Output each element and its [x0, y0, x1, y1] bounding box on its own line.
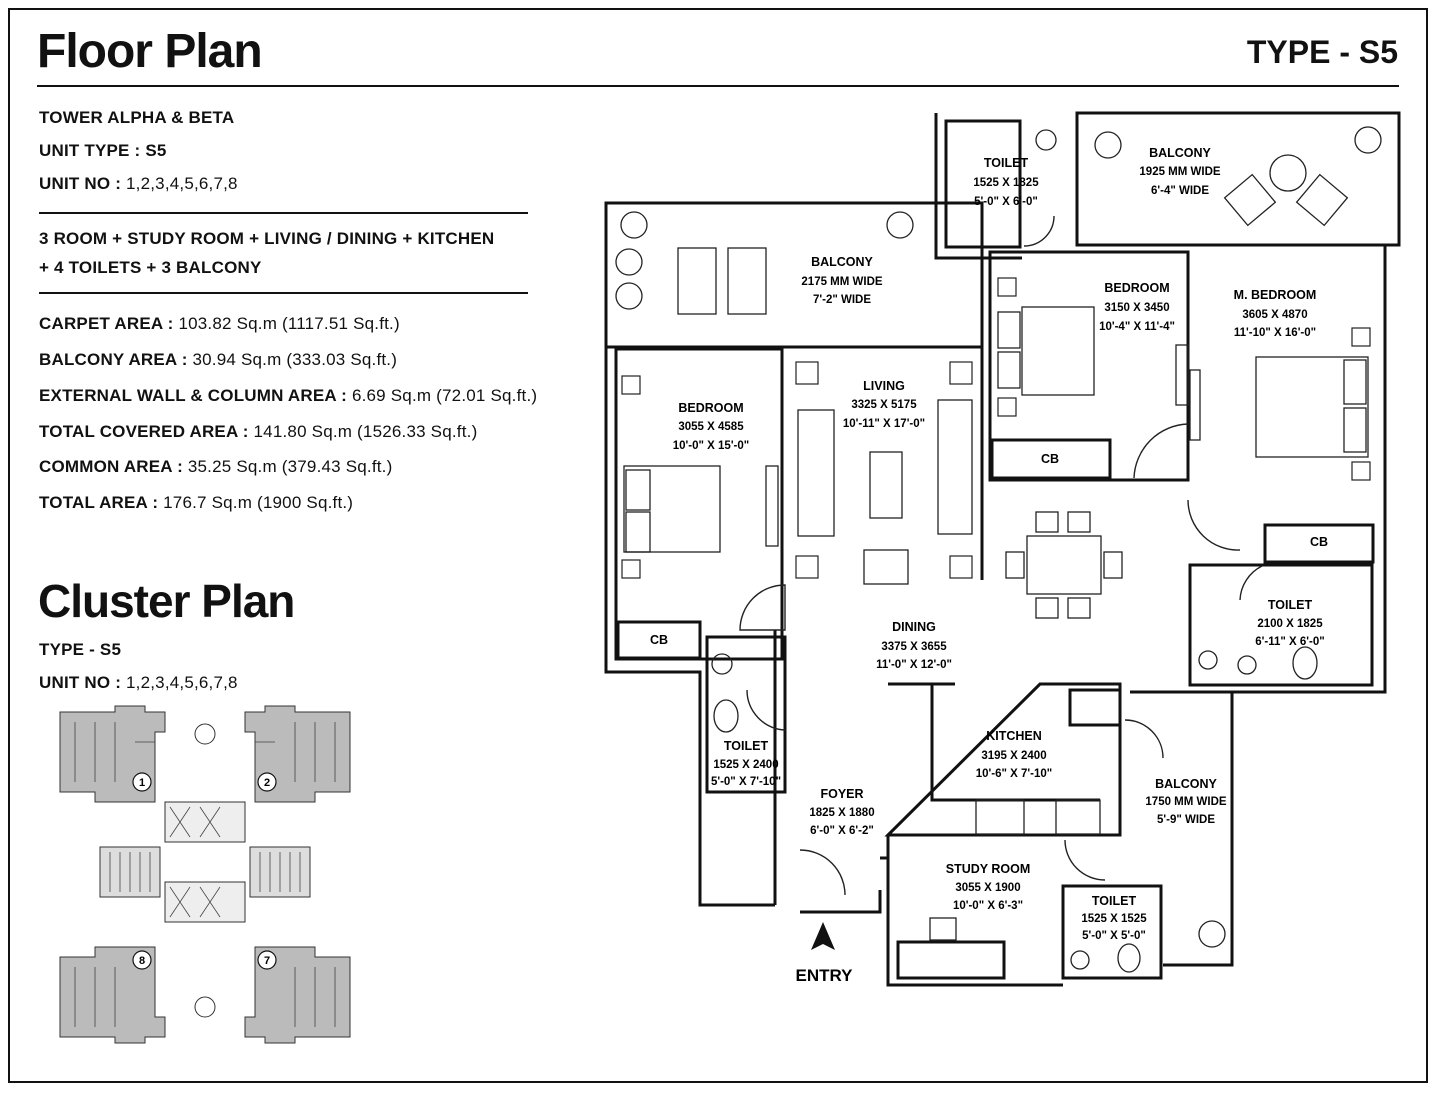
- info-divider: [39, 212, 528, 214]
- room-dim: 5'-9" WIDE: [1157, 814, 1215, 826]
- room-name: TOILET: [1268, 598, 1313, 612]
- room-dim: 10'-6" X 7'-10": [976, 768, 1052, 780]
- room-name: KITCHEN: [986, 729, 1042, 743]
- room-name: BEDROOM: [678, 401, 743, 415]
- type-label: TYPE - S5: [1246, 34, 1398, 70]
- room-dim: 10'-0" X 6'-3": [953, 900, 1023, 912]
- room-name: STUDY ROOM: [946, 862, 1031, 876]
- room-dim: 3375 X 3655: [881, 641, 947, 653]
- unit-marker-label: 1: [139, 777, 145, 789]
- room-dim: 1925 MM WIDE: [1139, 166, 1220, 178]
- room-dim: 1525 X 1825: [973, 177, 1039, 189]
- room-dim: 10'-0" X 15'-0": [673, 440, 749, 452]
- plant-icon: [1354, 126, 1382, 154]
- room-dim: 10'-11" X 17'-0": [843, 418, 925, 430]
- room-dim: 1825 X 1880: [809, 807, 874, 819]
- plant-icon: [615, 248, 643, 276]
- room-name: TOILET: [1092, 894, 1137, 908]
- entry-arrow-icon: [811, 922, 835, 950]
- room-name: BALCONY: [1155, 777, 1217, 791]
- cluster-title: Cluster Plan: [38, 575, 295, 627]
- plant-icon: [1198, 920, 1226, 948]
- unit-marker-label: 8: [139, 955, 145, 967]
- area-row: TOTAL AREA : 176.7 Sq.m (1900 Sq.ft.): [39, 493, 354, 512]
- room-name: BEDROOM: [1104, 281, 1169, 295]
- unit-marker-1: [132, 772, 152, 792]
- room-dim: 7'-2" WIDE: [813, 294, 871, 306]
- page-title: Floor Plan: [37, 25, 263, 78]
- room-dim: 10'-4" X 11'-4": [1099, 321, 1175, 333]
- room-dim: 3325 X 5175: [851, 399, 917, 411]
- unit-marker-7: [257, 950, 277, 970]
- room-dim: 11'-0" X 12'-0": [876, 659, 952, 671]
- plant-icon: [615, 282, 643, 310]
- config-line-1: 3 ROOM + STUDY ROOM + LIVING / DINING + …: [39, 229, 495, 248]
- room-dim: 5'-0" X 7'-10": [711, 776, 781, 788]
- room-dim: 3605 X 4870: [1242, 309, 1307, 321]
- room-name: DINING: [892, 620, 936, 634]
- unit-marker-label: 2: [264, 777, 270, 789]
- page-frame: [8, 8, 1428, 1083]
- room-name: M. BEDROOM: [1234, 288, 1317, 302]
- room-name: LIVING: [863, 379, 905, 393]
- room-dim: 6'-4" WIDE: [1151, 185, 1209, 197]
- header-divider: [37, 85, 1399, 87]
- room-dim: 2100 X 1825: [1257, 618, 1323, 630]
- room-dim: 11'-10" X 16'-0": [1234, 327, 1316, 339]
- room-name: BALCONY: [1149, 146, 1211, 160]
- room-dim: 1525 X 1525: [1081, 913, 1147, 925]
- unit-marker-label: 7: [264, 955, 270, 967]
- cluster-type: TYPE - S5: [39, 640, 122, 659]
- cluster-unit-no: UNIT NO : 1,2,3,4,5,6,7,8: [39, 673, 238, 692]
- info-divider: [39, 292, 528, 294]
- area-row: BALCONY AREA : 30.94 Sq.m (333.03 Sq.ft.…: [39, 350, 398, 369]
- room-dim: 1750 MM WIDE: [1145, 796, 1226, 808]
- unit-marker-2: [257, 772, 277, 792]
- room-dim: 3150 X 3450: [1104, 302, 1169, 314]
- unit-marker-8: [132, 950, 152, 970]
- room-dim: 3055 X 1900: [955, 882, 1020, 894]
- cb-label: CB: [1041, 452, 1059, 466]
- room-dim: 2175 MM WIDE: [801, 276, 882, 288]
- cb-label: CB: [650, 633, 668, 647]
- room-dim: 6'-11" X 6'-0": [1255, 636, 1324, 648]
- unit-type: UNIT TYPE : S5: [39, 141, 167, 160]
- cluster-tree-icon: [194, 996, 216, 1018]
- entry-label: ENTRY: [796, 966, 854, 985]
- room-dim: 5'-0" X 5'-0": [1082, 930, 1146, 942]
- room-name: TOILET: [724, 739, 769, 753]
- area-row: CARPET AREA : 103.82 Sq.m (1117.51 Sq.ft…: [39, 314, 400, 333]
- room-name: BALCONY: [811, 255, 873, 269]
- cluster-tree-icon: [194, 723, 216, 745]
- room-name: FOYER: [820, 787, 863, 801]
- plant-icon: [886, 211, 914, 239]
- tower-name: TOWER ALPHA & BETA: [39, 108, 235, 127]
- area-row: TOTAL COVERED AREA : 141.80 Sq.m (1526.3…: [39, 422, 478, 441]
- cb-label: CB: [1310, 535, 1328, 549]
- area-row: COMMON AREA : 35.25 Sq.m (379.43 Sq.ft.): [39, 457, 393, 476]
- plant-icon: [620, 211, 648, 239]
- plant-icon: [1094, 131, 1122, 159]
- cluster-plan: 1 2 8 7: [59, 705, 351, 1044]
- unit-no: UNIT NO : 1,2,3,4,5,6,7,8: [39, 174, 238, 193]
- config-line-2: + 4 TOILETS + 3 BALCONY: [39, 258, 262, 277]
- room-name: TOILET: [984, 156, 1029, 170]
- room-dim: 5'-0" X 6'-0": [974, 196, 1038, 208]
- room-dim: 6'-0" X 6'-2": [810, 825, 874, 837]
- room-dim: 3055 X 4585: [678, 421, 744, 433]
- room-dim: 1525 X 2400: [713, 759, 778, 771]
- area-row: EXTERNAL WALL & COLUMN AREA : 6.69 Sq.m …: [39, 386, 538, 405]
- room-dim: 3195 X 2400: [981, 750, 1046, 762]
